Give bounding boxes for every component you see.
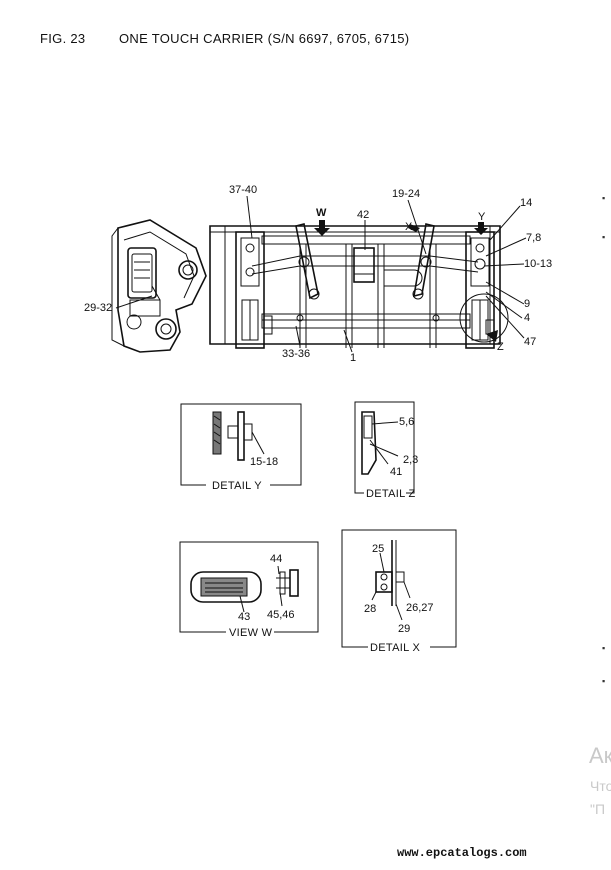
margin-dot: ▪ [602, 643, 606, 653]
view-z-arrow [486, 330, 498, 342]
leader-lines [115, 195, 527, 353]
callout-1: 1 [350, 352, 356, 364]
callout-47: 47 [524, 336, 536, 348]
callout-42: 42 [357, 209, 369, 221]
callout-33-36: 33-36 [282, 348, 310, 360]
callout-z: Z [497, 341, 504, 353]
figure-number: FIG. 23 [40, 31, 86, 46]
callout-19-24: 19-24 [392, 188, 420, 200]
detail-z-caption: DETAIL Z [366, 488, 415, 500]
side-view [111, 219, 207, 353]
detail-x-box [341, 529, 457, 648]
detail-z-box [354, 401, 415, 494]
view-x-arrow [408, 224, 420, 232]
callout-7-8: 7,8 [526, 232, 541, 244]
callout-26-27: 26,27 [406, 602, 434, 614]
view-w-arrow [314, 220, 330, 236]
callout-5-6: 5,6 [399, 416, 414, 428]
callout-28: 28 [364, 603, 376, 615]
watermark-line-2: Что [590, 778, 611, 794]
callout-45-46: 45,46 [267, 609, 295, 621]
callout-2-3: 2,3 [403, 454, 418, 466]
detail-x-caption: DETAIL X [370, 642, 420, 654]
callout-9: 9 [524, 298, 530, 310]
callout-y: Y [478, 211, 486, 223]
detail-y-box [180, 403, 302, 486]
view-w-box [179, 541, 319, 633]
callout-37-40: 37-40 [229, 184, 257, 196]
view-w-caption: VIEW W [229, 627, 273, 639]
margin-dot: ▪ [602, 193, 606, 203]
callout-43: 43 [238, 611, 250, 623]
margin-dot: ▪ [602, 676, 606, 686]
callout-10-13: 10-13 [524, 258, 552, 270]
callout-41: 41 [390, 466, 402, 478]
figure-title: ONE TOUCH CARRIER (S/N 6697, 6705, 6715) [119, 31, 410, 46]
callout-29-32: 29-32 [84, 302, 112, 314]
callout-x: X [405, 221, 413, 233]
margin-dot: ▪ [602, 232, 606, 242]
callout-w: W [316, 207, 327, 219]
view-y-arrow [474, 222, 488, 235]
detail-y-caption: DETAIL Y [212, 480, 262, 492]
front-view [209, 223, 509, 349]
watermark-line-1: Ак [589, 743, 611, 768]
callout-14: 14 [520, 197, 532, 209]
callout-44: 44 [270, 553, 282, 565]
callout-15-18: 15-18 [250, 456, 278, 468]
watermark-line-3: "П [590, 801, 606, 817]
callout-25: 25 [372, 543, 384, 555]
callout-29: 29 [398, 623, 410, 635]
callout-4: 4 [524, 312, 530, 324]
website-link[interactable]: www.epcatalogs.com [397, 846, 527, 860]
